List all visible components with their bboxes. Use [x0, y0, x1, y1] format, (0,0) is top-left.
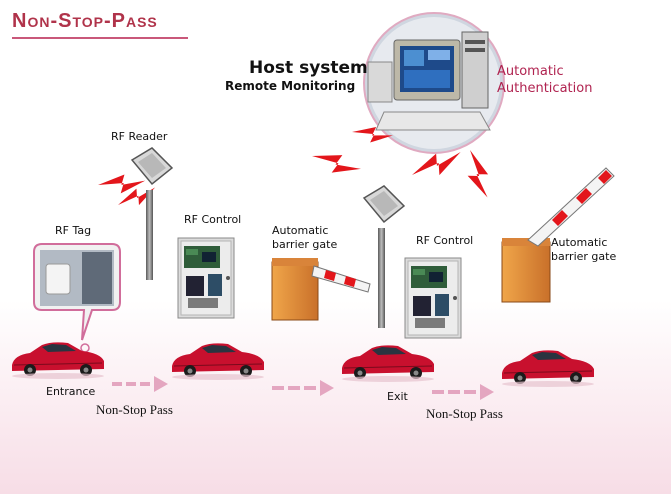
automatic-authentication-label: Automatic Authentication — [497, 63, 592, 97]
barrier-left-label: Automatic barrier gate — [272, 224, 337, 252]
rf-reader-label: RF Reader — [111, 130, 168, 143]
non-stop-pass-left-label: Non-Stop Pass — [96, 402, 173, 417]
rf-tag-label: RF Tag — [55, 224, 92, 237]
rf-control-left-label: RF Control — [184, 213, 242, 226]
barrier-left-line-1: Automatic — [272, 224, 329, 237]
rf-control-right-label: RF Control — [416, 234, 474, 247]
entrance-label: Entrance — [46, 385, 96, 398]
title-underline — [12, 37, 188, 39]
auth-line-2: Authentication — [497, 81, 593, 96]
auth-line-1: Automatic — [497, 64, 564, 79]
barrier-right-label: Automatic barrier gate — [551, 236, 616, 264]
barrier-right-line-2: barrier gate — [551, 250, 617, 263]
page-title: Non-Stop-Pass — [12, 10, 158, 32]
barrier-right-line-1: Automatic — [551, 236, 608, 249]
non-stop-pass-right-label: Non-Stop Pass — [426, 406, 503, 421]
exit-label: Exit — [387, 390, 408, 403]
remote-monitoring-label: Remote Monitoring — [225, 79, 356, 93]
barrier-left-line-2: barrier gate — [272, 238, 338, 251]
host-system-title: Host system — [249, 58, 368, 78]
